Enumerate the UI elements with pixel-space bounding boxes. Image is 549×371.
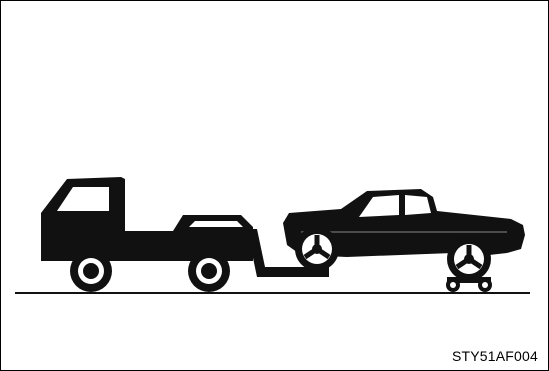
figure-code: STY51AF004: [452, 348, 538, 364]
ground-line: [15, 292, 530, 294]
tow-truck-icon: [41, 177, 253, 292]
pickup-truck-icon: [283, 189, 525, 281]
towing-dolly-icon: [446, 277, 492, 292]
